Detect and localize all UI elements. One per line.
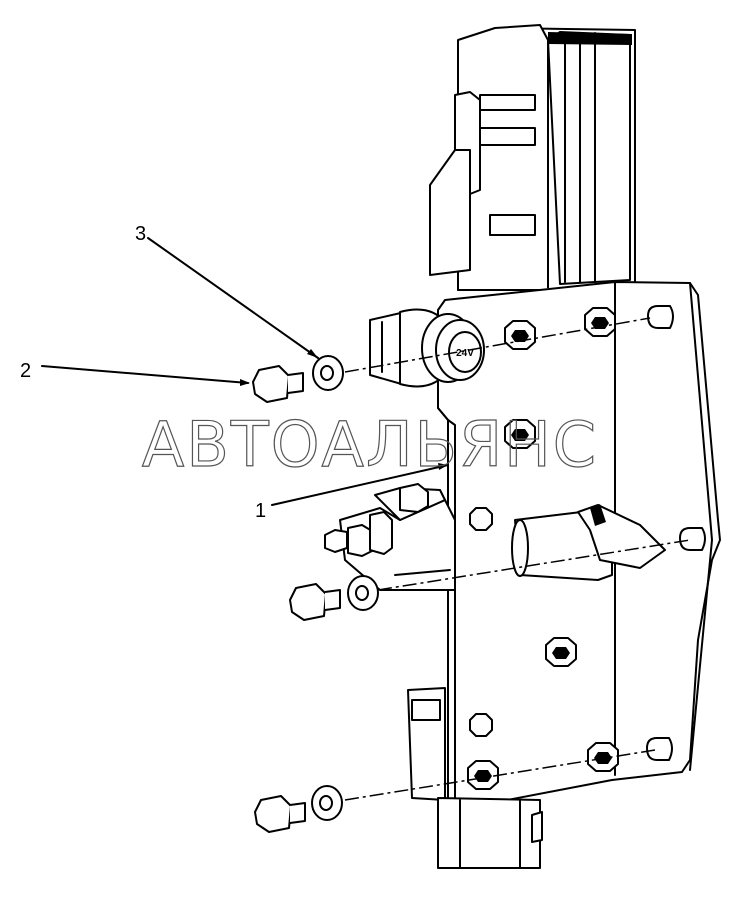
callout-1: 1	[255, 500, 266, 522]
washer-part-3	[312, 355, 344, 391]
nut-top-right	[584, 307, 616, 337]
callout-3: 3	[135, 223, 146, 245]
switch-24v: 24V	[369, 308, 485, 388]
callout-labels: 3 2 1	[20, 223, 266, 522]
bolt-part-2	[252, 365, 304, 403]
nut-mid-lower	[545, 637, 577, 667]
switch-marking: 24V	[456, 348, 474, 359]
alignment-lines	[344, 317, 691, 801]
bolt-middle	[289, 583, 341, 621]
bolt-bottom	[254, 795, 306, 833]
connector-block	[429, 24, 636, 291]
plate-nuts	[467, 307, 619, 790]
watermark-text: АВТОАЛЬЯНС	[142, 408, 598, 481]
washer-bottom	[311, 785, 343, 821]
lock-cylinder	[511, 504, 666, 581]
bottom-connector	[407, 687, 543, 869]
nut-mid-upper	[504, 419, 536, 449]
callout-2: 2	[20, 360, 31, 382]
nut-mid-small	[469, 507, 493, 531]
nut-lower-small	[469, 713, 493, 737]
nut-bottom-right	[587, 742, 619, 772]
cable-connectors	[324, 483, 456, 591]
leader-lines	[41, 237, 449, 506]
washer-middle	[347, 575, 379, 611]
nut-bottom-left	[467, 760, 499, 790]
nut-top-left	[504, 320, 536, 350]
